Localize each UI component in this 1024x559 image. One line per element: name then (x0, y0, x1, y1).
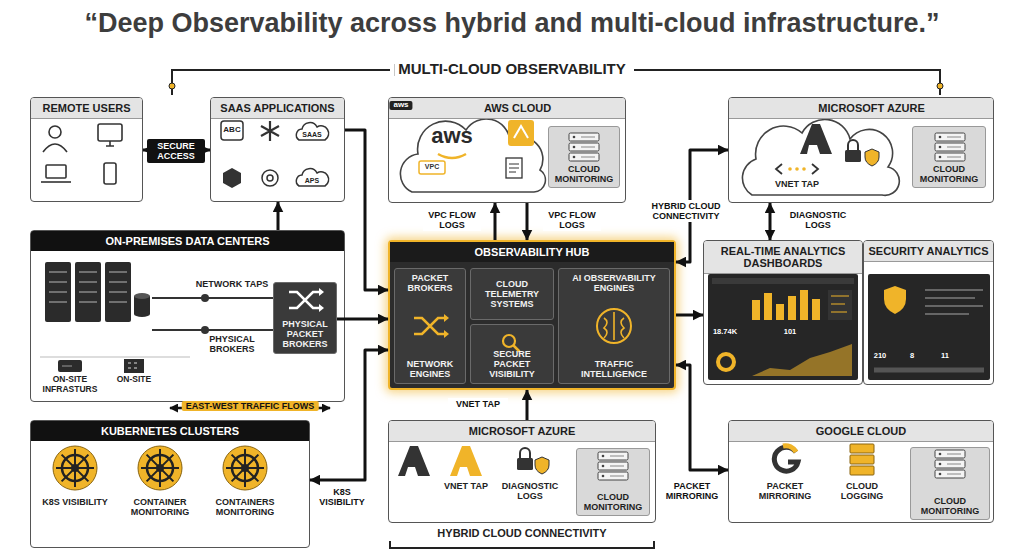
text-label: PACKET MIRRORING (749, 481, 821, 501)
connector (494, 203, 497, 240)
panel-heading: ON-PREMISES DATA CENTERS (31, 231, 344, 251)
monitoring-box: CLOUD MONITORING (910, 447, 990, 520)
box-label: PHYSICAL PACKET BROKERS (277, 319, 333, 349)
panel-box: MICROSOFT AZURE CLOUD MONITORING (388, 420, 656, 523)
box-label: PACKET BROKERS (398, 273, 462, 293)
text-label: CONTAINER MONITORING (124, 497, 196, 517)
hub-heading: OBSERVABILITY HUB (390, 242, 674, 262)
text-label: CLOUD LOGGING (831, 481, 893, 501)
text-label: aws (389, 101, 412, 110)
text-label: 101 (784, 328, 797, 336)
text-label: EAST-WEST TRAFFIC FLOWS (182, 401, 319, 411)
box-label: CLOUD MONITORING (552, 164, 616, 184)
text-label: ON-SITE (117, 375, 151, 385)
text-label: MULTI-CLOUD OBSERVABILITY (394, 61, 630, 78)
engine-box: PHYSICAL PACKET BROKERS (273, 282, 337, 354)
text-label: K8S VISIBILITY (40, 497, 110, 507)
panel-box: GOOGLE CLOUD CLOUD MONITORING (728, 420, 994, 523)
text-label: HYBRID CLOUD CONNECTIVITY (437, 527, 606, 539)
panel-box: REMOTE USERS (30, 97, 143, 202)
box-label: TRAFFIC INTELLIGENCE (562, 359, 666, 379)
edge-label: SECURE ACCESS (147, 139, 205, 163)
monitoring-box: CLOUD MONITORING (548, 126, 620, 188)
box-label: CLOUD MONITORING (914, 496, 986, 516)
connector (526, 390, 529, 420)
title: “Deep Observability across hybrid and mu… (0, 8, 1024, 39)
edge-label: PACKET MIRRORING (658, 480, 726, 502)
text-label: 210 (874, 352, 887, 360)
panel-heading: SAAS APPLICATIONS (211, 98, 344, 119)
box-label: CLOUD TELEMETRY SYSTEMS (474, 279, 550, 309)
connector (143, 149, 210, 152)
connector (310, 350, 388, 480)
text-label: ABC (223, 126, 240, 135)
panel-box: KUBERNETES CLUSTERS (30, 420, 310, 548)
engine-box: SECURE PACKET VISIBILITY (470, 324, 554, 384)
monitoring-box: CLOUD MONITORING (912, 126, 986, 188)
edge-label: VNET TAP (448, 398, 508, 410)
panel-heading: MICROSOFT AZURE (729, 98, 993, 119)
connector (769, 203, 772, 240)
box-label: SECURE PACKET VISIBILITY (474, 349, 550, 379)
edge-label: HYBRID CLOUD CONNECTIVITY (649, 200, 723, 222)
panel-heading: SECURITY ANALYTICS (864, 241, 993, 262)
connector (676, 150, 728, 262)
text-label: DIAGNOSTIC LOGS (499, 481, 561, 501)
text-label: PHYSICAL BROKERS (201, 334, 263, 354)
text-label: aws (431, 124, 473, 149)
box-label: CLOUD MONITORING (916, 164, 982, 184)
connector (345, 130, 388, 290)
text-label: 8 (910, 352, 914, 360)
edge-label: VPC FLOW LOGS (423, 209, 481, 231)
panel-heading: REAL-TIME ANALYTICS DASHBOARDS (704, 241, 862, 274)
panel-box: REAL-TIME ANALYTICS DASHBOARDS (703, 240, 863, 385)
panel-heading: KUBERNETES CLUSTERS (31, 421, 309, 441)
monitoring-box: CLOUD MONITORING (576, 448, 650, 516)
connector (277, 202, 280, 230)
connector (337, 318, 388, 321)
text-label: ON-SITE INFRASTURS (39, 375, 101, 394)
text-label: APS (305, 177, 319, 185)
connector (676, 314, 703, 317)
box-label: CLOUD MONITORING (580, 492, 646, 512)
connector (676, 365, 728, 470)
edge-label: K8S VISIBILITY (315, 486, 369, 508)
panel-box: SAAS APPLICATIONS (210, 97, 345, 202)
edge-label: DIAGNOSTIC LOGS (787, 209, 849, 231)
text-label: 18.74K (713, 328, 737, 336)
text-label: VNET TAP (775, 179, 819, 189)
text-label: CONTAINERS MONITORING (208, 497, 282, 517)
box-label: NETWORK ENGINES (398, 359, 462, 379)
text-label: SAAS (302, 131, 321, 139)
hub-panel: OBSERVABILITY HUB PACKET BROKERS NETWORK E… (388, 240, 676, 390)
engine-box: AI OBSERVABILITY ENGINES TRAFFIC INTELLIG… (558, 268, 670, 384)
panel-heading: MICROSOFT AZURE (389, 421, 655, 442)
panel-heading: REMOTE USERS (31, 98, 142, 119)
text-label: 11 (941, 352, 949, 360)
panel-heading: GOOGLE CLOUD (729, 421, 993, 442)
panel-box: AWS CLOUD CLOUD MONITORING (388, 97, 626, 203)
edge-label: VPC FLOW LOGS (543, 209, 601, 231)
box-label: AI OBSERVABILITY ENGINES (562, 273, 666, 293)
connector (526, 203, 529, 240)
engine-box: PACKET BROKERS NETWORK ENGINES (394, 268, 466, 384)
panel-heading: AWS CLOUD (389, 98, 625, 119)
panel-box: SECURITY ANALYTICS (863, 240, 994, 385)
text-label: VNET TAP (436, 481, 496, 491)
panel-box: MICROSOFT AZURE CLOUD MONITORING (728, 97, 994, 203)
engine-box: CLOUD TELEMETRY SYSTEMS (470, 268, 554, 320)
text-label: NETWORK TAPS (196, 279, 268, 289)
text-label: VPC (425, 163, 439, 171)
